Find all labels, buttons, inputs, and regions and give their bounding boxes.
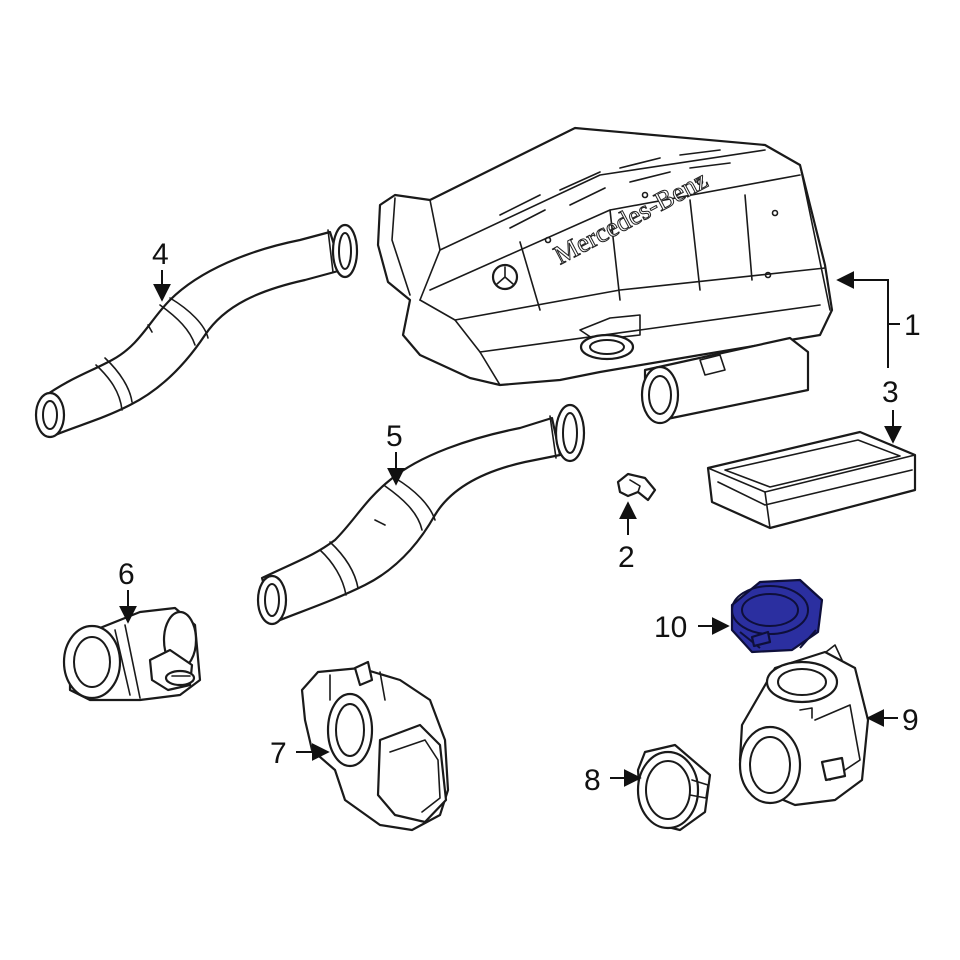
intake-hose-upper[interactable] [34,223,359,439]
intake-hose-lower[interactable] [256,403,586,626]
callout-6: 6 [118,558,135,591]
air-cleaner-housing[interactable]: Mercedes-Benz [376,126,834,425]
throttle-body[interactable] [300,660,450,832]
callout-2: 2 [618,541,635,574]
seal-ring[interactable] [636,743,712,832]
callout-9: 9 [902,704,919,737]
highlighted-seal[interactable] [730,578,824,654]
adapter-housing[interactable] [738,644,870,807]
leader-lines [119,270,902,787]
air-filter-element[interactable] [706,430,917,530]
retaining-clip[interactable] [616,472,657,502]
callout-4: 4 [152,238,169,271]
callout-3: 3 [882,376,899,409]
callout-7: 7 [270,737,287,770]
callout-labels: 1 2 3 4 5 6 7 8 9 10 [118,238,921,797]
air-mass-sensor[interactable] [62,606,202,702]
callout-1: 1 [904,309,921,342]
callout-5: 5 [386,420,403,453]
callout-10: 10 [654,611,687,644]
leader-line-1 [836,271,900,325]
callout-8: 8 [584,764,601,797]
